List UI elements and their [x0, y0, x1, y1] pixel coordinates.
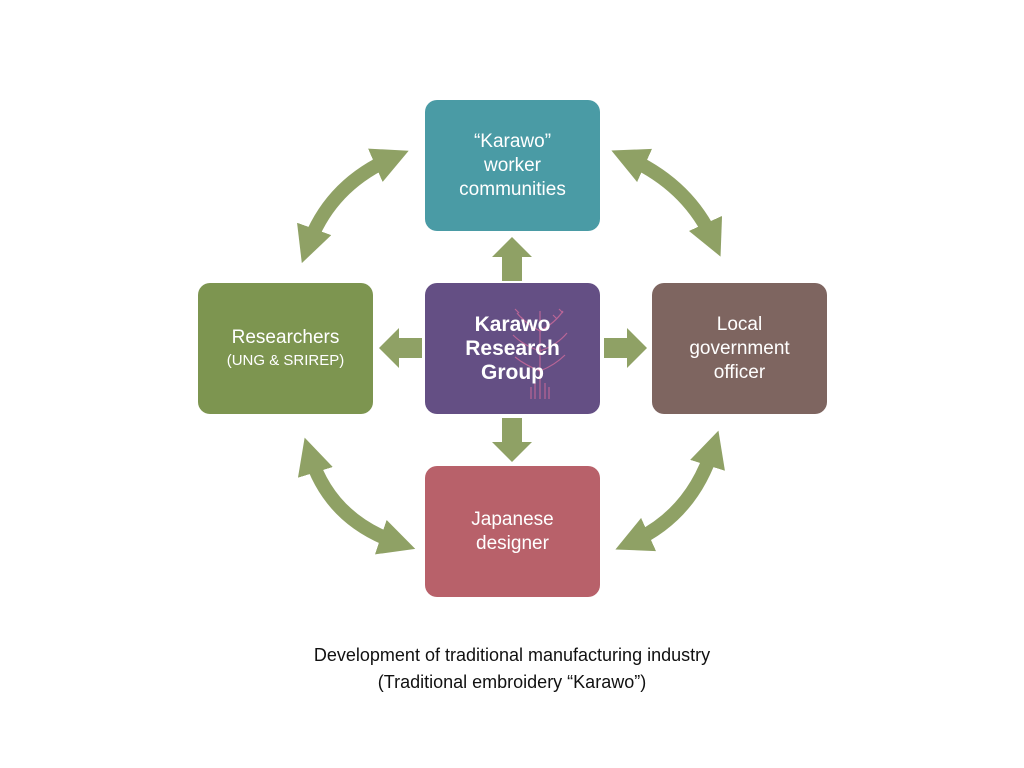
caption-line-2: (Traditional embroidery “Karawo”): [377, 672, 647, 692]
node-worker-communities-line-1: “Karawo”: [473, 130, 552, 152]
node-researchers-line-2: (UNG & SRIREP): [226, 351, 345, 369]
node-japanese-designer: Japanese designer: [425, 466, 600, 597]
node-researchers: Researchers (UNG & SRIREP): [198, 283, 373, 414]
curved-arrow-top-right: [611, 148, 723, 257]
arrow-down: [492, 418, 532, 462]
node-researchers-line-1: Researchers: [231, 326, 340, 348]
node-local-government-line-3: officer: [713, 361, 766, 383]
curved-arrow-bottom-right: [615, 430, 725, 552]
node-center-line-2: Research: [465, 336, 560, 360]
node-japanese-designer-line-2: designer: [476, 532, 549, 554]
node-center-line-1: Karawo: [474, 312, 551, 336]
node-worker-communities: “Karawo” worker communities: [425, 100, 600, 231]
caption-line-1: Development of traditional manufacturing…: [313, 645, 711, 665]
arrow-right: [604, 328, 647, 368]
node-karawo-research-group: Karawo Research Group: [425, 283, 600, 414]
diagram-caption: Development of traditional manufacturing…: [0, 642, 1024, 696]
arrow-left: [379, 328, 422, 368]
arrow-up: [492, 237, 532, 281]
node-center-line-3: Group: [481, 360, 544, 384]
curved-arrow-bottom-left: [297, 437, 416, 555]
node-worker-communities-line-3: communities: [459, 178, 566, 200]
node-local-government-line-2: government: [689, 337, 790, 359]
embroidery-motif-icon: [512, 308, 568, 399]
curved-arrow-top-left: [297, 148, 409, 264]
node-worker-communities-line-2: worker: [483, 154, 541, 176]
node-japanese-designer-line-1: Japanese: [471, 508, 554, 530]
node-local-government-line-1: Local: [716, 313, 763, 335]
node-local-government-officer: Local government officer: [652, 283, 827, 414]
